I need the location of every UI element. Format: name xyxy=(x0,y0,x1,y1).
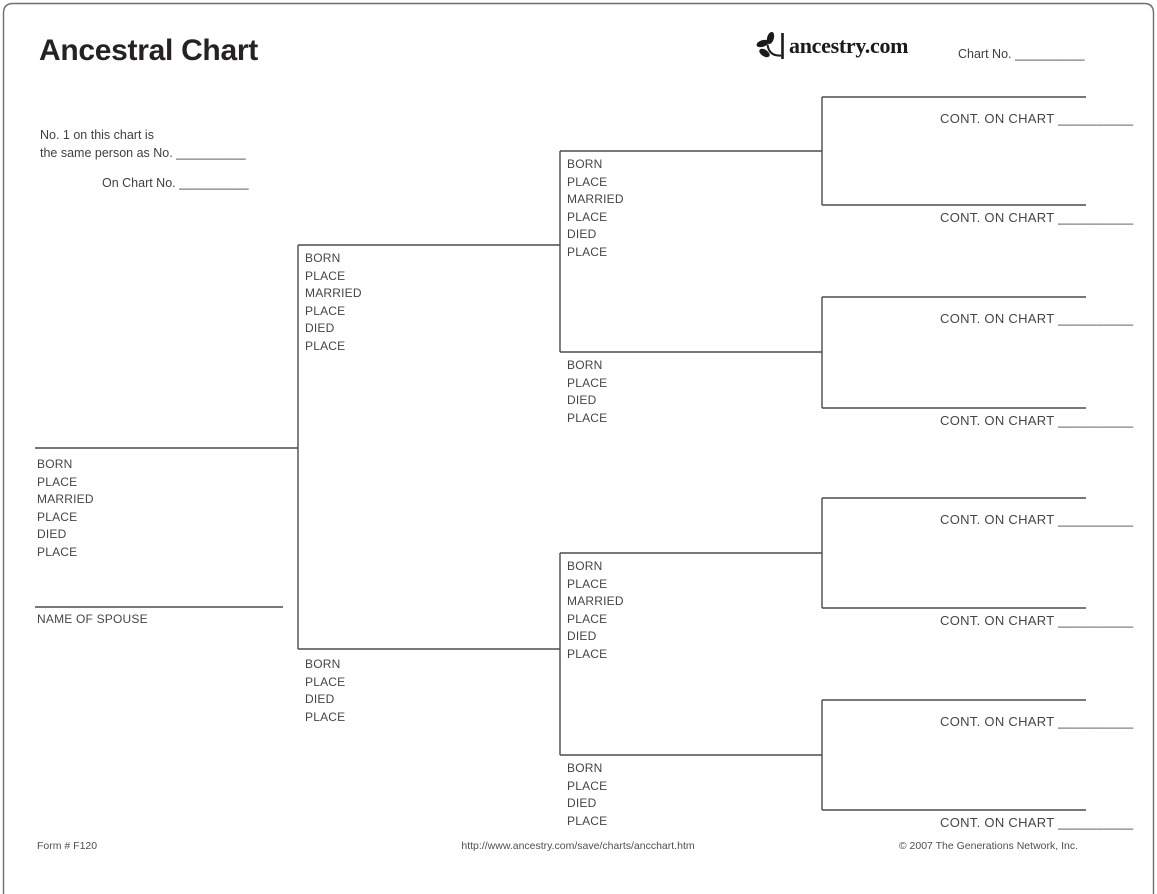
ancestry-leaf-icon xyxy=(756,31,784,59)
field-label: PLACE xyxy=(305,303,346,318)
field-label: MARRIED xyxy=(37,492,94,506)
person1-fields: BORN PLACE MARRIED PLACE DIED PLACE xyxy=(37,456,94,561)
field-label: MARRIED xyxy=(567,192,624,206)
footer-url: http://www.ancestry.com/save/charts/ancc… xyxy=(461,840,695,852)
field-label: PLACE xyxy=(37,544,78,559)
field-label: PLACE xyxy=(567,611,608,626)
father-fields: BORN PLACE MARRIED PLACE DIED PLACE xyxy=(305,250,362,355)
field-label: PLACE xyxy=(567,174,608,189)
form-number: Form # F120 xyxy=(37,840,98,852)
cont-on-chart-4: CONT. ON CHART __________ xyxy=(940,413,1134,428)
footer-copyright: © 2007 The Generations Network, Inc. xyxy=(898,840,1078,852)
field-label: DIED xyxy=(305,692,335,706)
field-label: DIED xyxy=(567,796,597,810)
field-label: BORN xyxy=(567,761,603,775)
field-label: PLACE xyxy=(567,209,608,224)
field-label: PLACE xyxy=(567,375,608,390)
field-label: PLACE xyxy=(567,576,608,591)
field-label: PLACE xyxy=(37,509,78,524)
field-label: BORN xyxy=(305,251,341,265)
field-label: PLACE xyxy=(37,474,78,489)
maternal-grandmother-fields: BORN PLACE DIED PLACE xyxy=(567,760,607,830)
field-label: DIED xyxy=(567,393,597,407)
field-label: DIED xyxy=(37,527,67,541)
field-label: MARRIED xyxy=(305,286,362,300)
chart-no-field: Chart No. __________ xyxy=(958,47,1085,61)
field-label: PLACE xyxy=(567,813,608,828)
field-label: PLACE xyxy=(567,778,608,793)
cont-on-chart-5: CONT. ON CHART __________ xyxy=(940,512,1134,527)
paternal-grandmother-fields: BORN PLACE DIED PLACE xyxy=(567,357,607,427)
field-label: PLACE xyxy=(305,709,346,724)
note-line-1: No. 1 on this chart is xyxy=(40,128,154,142)
field-label: PLACE xyxy=(567,244,608,259)
field-label: BORN xyxy=(567,358,603,372)
field-label: PLACE xyxy=(305,338,346,353)
field-label: PLACE xyxy=(567,410,608,425)
field-label: PLACE xyxy=(305,674,346,689)
ancestry-logo: ancestry.com xyxy=(756,30,909,62)
field-label: DIED xyxy=(567,629,597,643)
cont-on-chart-3: CONT. ON CHART __________ xyxy=(940,311,1134,326)
field-label: DIED xyxy=(305,321,335,335)
field-label: BORN xyxy=(305,657,341,671)
maternal-grandfather-fields: BORN PLACE MARRIED PLACE DIED PLACE xyxy=(567,558,624,663)
field-label: DIED xyxy=(567,227,597,241)
paternal-grandfather-fields: BORN PLACE MARRIED PLACE DIED PLACE xyxy=(567,156,624,261)
cont-on-chart-1: CONT. ON CHART __________ xyxy=(940,111,1134,126)
cont-on-chart-8: CONT. ON CHART __________ xyxy=(940,815,1134,830)
ancestry-logo-text: ancestry.com xyxy=(789,33,909,58)
field-label: BORN xyxy=(37,457,73,471)
cont-on-chart-6: CONT. ON CHART __________ xyxy=(940,613,1134,628)
cont-on-chart-2: CONT. ON CHART __________ xyxy=(940,210,1134,225)
field-label: BORN xyxy=(567,157,603,171)
field-label: MARRIED xyxy=(567,594,624,608)
chart-reference-note: No. 1 on this chart is the same person a… xyxy=(40,126,246,162)
field-label: PLACE xyxy=(567,646,608,661)
on-chart-no-field: On Chart No. __________ xyxy=(102,176,249,190)
cont-on-chart-7: CONT. ON CHART __________ xyxy=(940,714,1134,729)
field-label: PLACE xyxy=(305,268,346,283)
page-title: Ancestral Chart xyxy=(39,34,258,67)
name-of-spouse-label: NAME OF SPOUSE xyxy=(37,612,148,626)
field-label: BORN xyxy=(567,559,603,573)
note-line-2: the same person as No. __________ xyxy=(40,146,246,160)
mother-fields: BORN PLACE DIED PLACE xyxy=(305,656,345,726)
